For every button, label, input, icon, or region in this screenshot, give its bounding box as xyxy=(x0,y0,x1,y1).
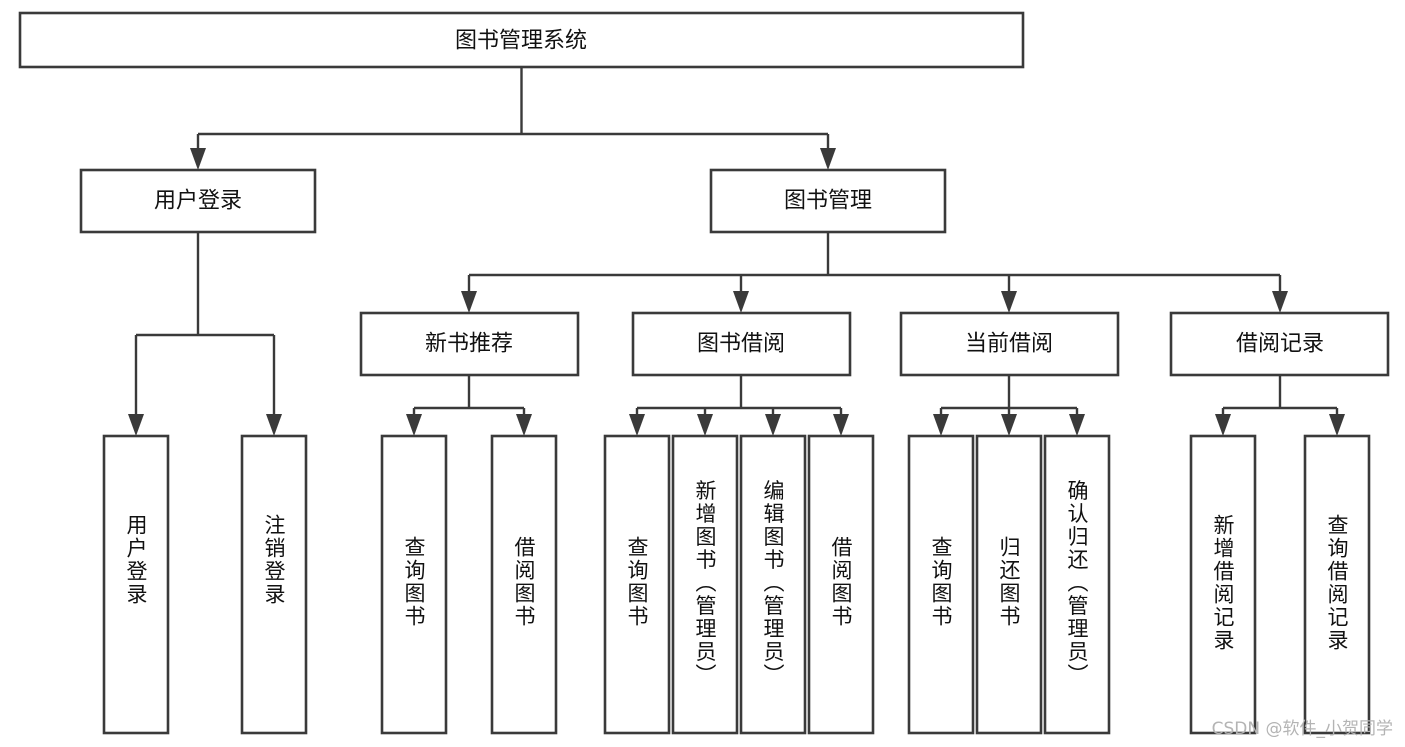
arrow-login-leaf-2 xyxy=(266,414,282,436)
leaf-current-borrow-2[interactable]: 归还图书 xyxy=(975,434,1043,735)
node-book-management-box[interactable] xyxy=(709,168,947,234)
node-user-login-label: 用户登录 xyxy=(154,189,242,214)
leaf-new-book-1[interactable]: 查询图书 xyxy=(380,434,448,735)
node-current-borrow-box[interactable] xyxy=(899,311,1120,377)
node-borrow-record-label: 借阅记录 xyxy=(1236,332,1324,357)
leaf-book-borrow-2-box[interactable] xyxy=(671,434,739,735)
arrow-current-leaf-3 xyxy=(1069,414,1085,436)
leaf-borrow-record-1-box[interactable] xyxy=(1189,434,1257,735)
leaf-book-borrow-2[interactable]: 新增图书（管理员） xyxy=(671,434,739,735)
node-borrow-record-box[interactable] xyxy=(1169,311,1390,377)
arrow-borrow-leaf-4 xyxy=(833,414,849,436)
leaf-borrow-record-2[interactable]: 查询借阅记录 xyxy=(1303,434,1371,735)
connector-group-book-mgmt xyxy=(461,232,1288,313)
arrow-root-to-login xyxy=(190,148,206,170)
arrow-record-leaf-2 xyxy=(1329,414,1345,436)
leaf-book-borrow-3-box[interactable] xyxy=(739,434,807,735)
connector-group-current-borrow xyxy=(933,375,1085,436)
leaf-current-borrow-2-box[interactable] xyxy=(975,434,1043,735)
connector-group-user-login xyxy=(128,232,282,436)
arrow-record-leaf-1 xyxy=(1215,414,1231,436)
arrow-newbook-leaf-1 xyxy=(406,414,422,436)
node-book-borrow-box[interactable] xyxy=(631,311,852,377)
node-user-login[interactable]: 用户登录 xyxy=(79,168,317,234)
leaf-current-borrow-1-label: 查询图书 xyxy=(929,536,953,628)
leaf-book-borrow-1-label: 查询图书 xyxy=(625,536,649,628)
leaf-current-borrow-3-box[interactable] xyxy=(1043,434,1111,735)
node-new-book-recommend-box[interactable] xyxy=(359,311,580,377)
arrow-bookmgmt-to-current xyxy=(1001,291,1017,313)
leaf-borrow-record-1[interactable]: 新增借阅记录 xyxy=(1189,434,1257,735)
arrow-login-leaf-1 xyxy=(128,414,144,436)
leaf-current-borrow-3-label: 确认归还（管理员） xyxy=(1065,480,1089,687)
leaf-user-login-1-box[interactable] xyxy=(102,434,170,735)
leaf-new-book-2-label: 借阅图书 xyxy=(512,536,536,628)
arrow-current-leaf-1 xyxy=(933,414,949,436)
leaf-book-borrow-4[interactable]: 借阅图书 xyxy=(807,434,875,735)
leaf-user-login-1-label: 用户登录 xyxy=(124,514,148,606)
connector-group-borrow-record xyxy=(1215,375,1345,436)
node-current-borrow-label: 当前借阅 xyxy=(965,332,1053,357)
leaf-book-borrow-1-box[interactable] xyxy=(603,434,671,735)
leaf-borrow-record-2-label: 查询借阅记录 xyxy=(1325,514,1349,652)
arrow-borrow-leaf-3 xyxy=(765,414,781,436)
connector-group-book-borrow xyxy=(629,375,849,436)
leaf-book-borrow-4-label: 借阅图书 xyxy=(829,536,853,628)
arrow-newbook-leaf-2 xyxy=(516,414,532,436)
node-new-book-recommend[interactable]: 新书推荐 xyxy=(359,311,580,377)
connector-group-root xyxy=(190,67,836,170)
leaf-new-book-1-label: 查询图书 xyxy=(402,536,426,628)
leaf-book-borrow-3[interactable]: 编辑图书（管理员） xyxy=(739,434,807,735)
leaf-user-login-2-label: 注销登录 xyxy=(262,514,286,606)
arrow-bookmgmt-to-new-book xyxy=(461,291,477,313)
leaf-book-borrow-3-label: 编辑图书（管理员） xyxy=(761,480,785,687)
leaf-current-borrow-1-box[interactable] xyxy=(907,434,975,735)
arrow-current-leaf-2 xyxy=(1001,414,1017,436)
node-book-borrow[interactable]: 图书借阅 xyxy=(631,311,852,377)
leaf-user-login-2-box[interactable] xyxy=(240,434,308,735)
leaf-current-borrow-3[interactable]: 确认归还（管理员） xyxy=(1043,434,1111,735)
node-user-login-box[interactable] xyxy=(79,168,317,234)
leaf-current-borrow-2-label: 归还图书 xyxy=(997,536,1021,628)
leaf-user-login-2[interactable]: 注销登录 xyxy=(240,434,308,735)
leaf-user-login-1[interactable]: 用户登录 xyxy=(102,434,170,735)
leaf-book-borrow-2-label: 新增图书（管理员） xyxy=(693,480,717,687)
arrow-bookmgmt-to-record xyxy=(1272,291,1288,313)
arrow-bookmgmt-to-borrow xyxy=(733,291,749,313)
node-book-management[interactable]: 图书管理 xyxy=(709,168,947,234)
leaf-book-borrow-1[interactable]: 查询图书 xyxy=(603,434,671,735)
node-root-label: 图书管理系统 xyxy=(455,29,587,54)
leaf-current-borrow-1[interactable]: 查询图书 xyxy=(907,434,975,735)
arrow-borrow-leaf-1 xyxy=(629,414,645,436)
leaf-book-borrow-4-box[interactable] xyxy=(807,434,875,735)
leaf-new-book-2-box[interactable] xyxy=(490,434,558,735)
node-borrow-record[interactable]: 借阅记录 xyxy=(1169,311,1390,377)
connector-group-new-book xyxy=(406,375,532,436)
leaf-borrow-record-2-box[interactable] xyxy=(1303,434,1371,735)
node-root-box[interactable] xyxy=(18,11,1025,69)
leaf-new-book-1-box[interactable] xyxy=(380,434,448,735)
node-book-borrow-label: 图书借阅 xyxy=(697,332,785,357)
node-current-borrow[interactable]: 当前借阅 xyxy=(899,311,1120,377)
arrow-borrow-leaf-2 xyxy=(697,414,713,436)
node-root[interactable]: 图书管理系统 xyxy=(18,11,1025,69)
node-new-book-recommend-label: 新书推荐 xyxy=(425,332,513,357)
node-book-management-label: 图书管理 xyxy=(784,189,872,214)
arrow-root-to-bookmgmt xyxy=(820,148,836,170)
leaf-borrow-record-1-label: 新增借阅记录 xyxy=(1211,514,1235,652)
leaf-new-book-2[interactable]: 借阅图书 xyxy=(490,434,558,735)
